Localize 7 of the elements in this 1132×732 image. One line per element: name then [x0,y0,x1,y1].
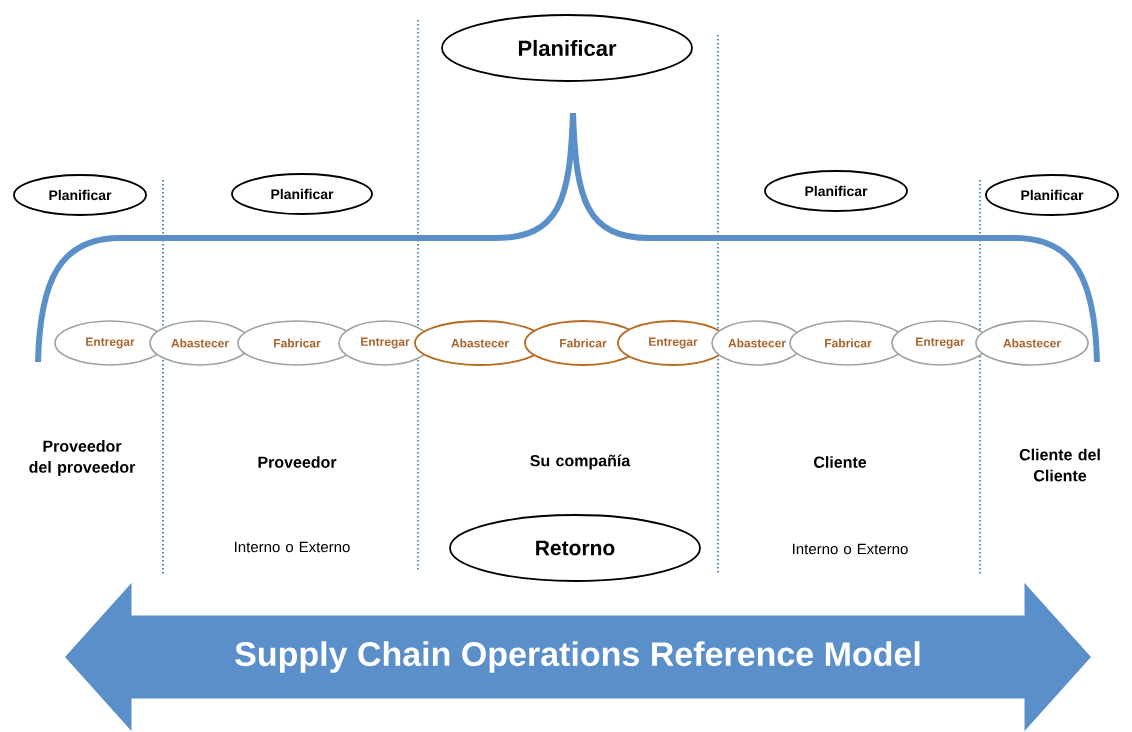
region-label: Su compañía [530,454,631,470]
region-label: Cliente del Cliente [1019,448,1100,482]
region-label: Proveedor [258,456,337,468]
region-label: Cliente [814,456,867,468]
note-text: Interno o Externo [235,541,350,553]
note-text: Interno o Externo [793,543,908,555]
region-label: Proveedor del proveedor [29,440,136,476]
